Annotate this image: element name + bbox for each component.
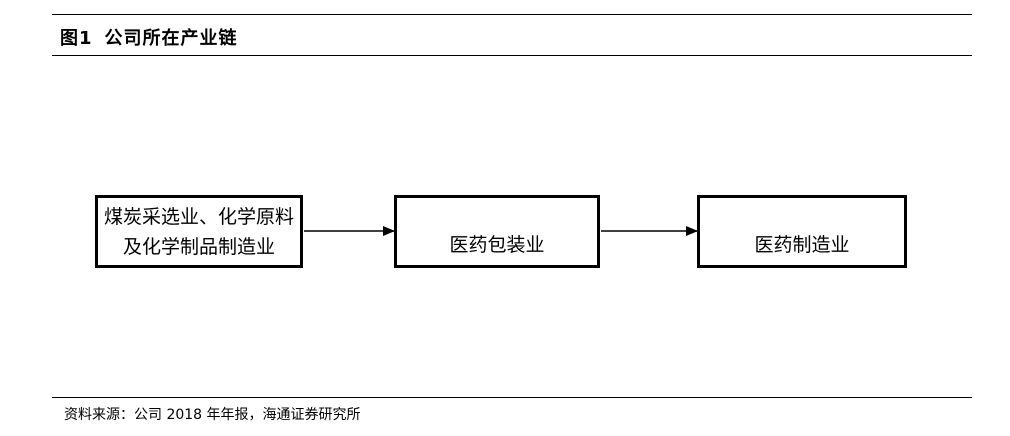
chain-node-label: 医药制造业 — [754, 233, 850, 256]
chain-node-company: 医药包装业 — [394, 195, 600, 268]
figure-title: 图1 公司所在产业链 — [60, 24, 238, 50]
chain-node-label: 煤炭采选业、化学原料及化学制品制造业 — [103, 205, 294, 258]
title-rule — [52, 55, 972, 56]
chain-node-upstream: 煤炭采选业、化学原料及化学制品制造业 — [95, 195, 303, 268]
source-note: 资料来源：公司 2018 年年报，海通证券研究所 — [64, 407, 361, 423]
chain-node-downstream: 医药制造业 — [697, 195, 907, 268]
footer-rule — [52, 397, 972, 398]
figure-title-text: 公司所在产业链 — [104, 28, 238, 49]
figure-number: 图1 — [60, 28, 93, 49]
chain-node-label: 医药包装业 — [449, 233, 545, 256]
top-rule — [52, 14, 972, 15]
